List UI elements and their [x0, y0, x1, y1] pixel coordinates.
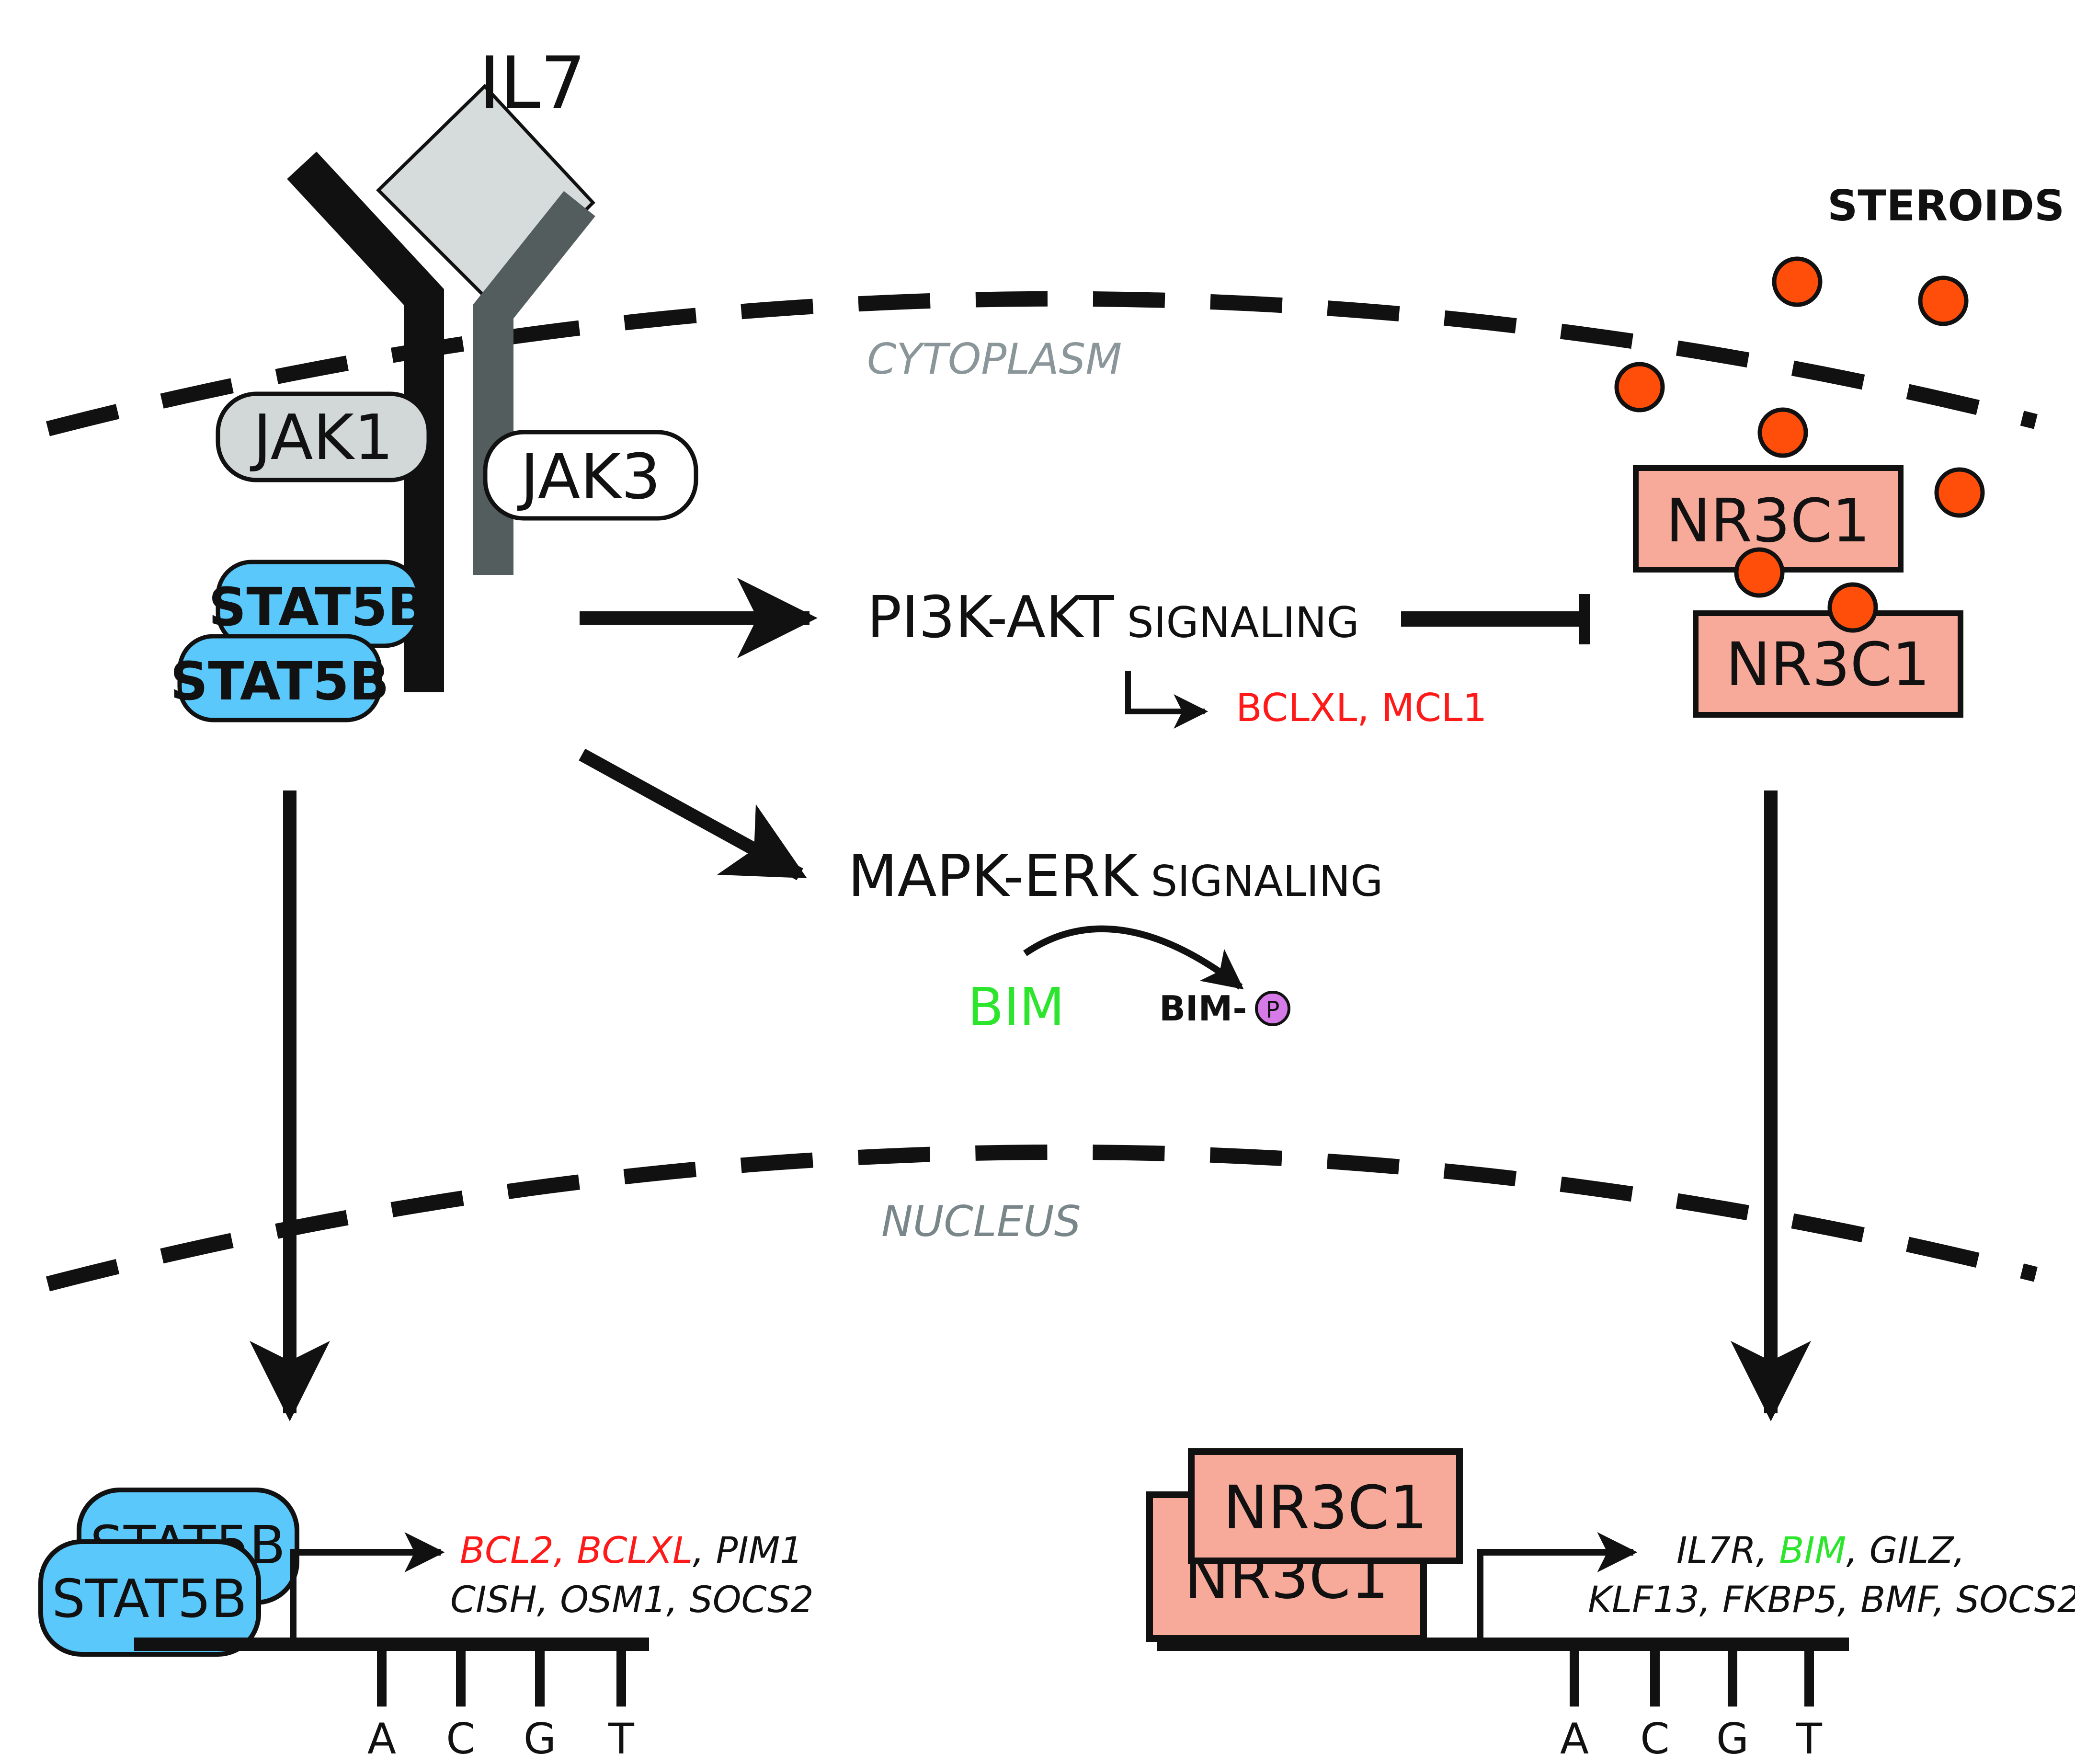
jak1: JAK1: [216, 391, 431, 482]
il7-label: IL7: [479, 42, 586, 125]
phosphate-group: [1255, 991, 1290, 1026]
nucleus-stat5b-complex: STAT5B STAT5B A C G T BCL2, BCLXL, PIM1 …: [38, 1488, 814, 1764]
cytoplasm-label: CYTOPLASM: [867, 334, 1122, 384]
jak1-label: JAK1: [250, 401, 394, 474]
inhibition-pi3k-to-nr3c1: [1401, 594, 1590, 644]
base-label: G: [524, 1714, 556, 1764]
gene-anti-apoptotic: BCL2, BCLXL: [460, 1529, 693, 1571]
nr3c1-target-genes-line1: IL7R, BIM, GILZ,: [1676, 1529, 1965, 1571]
steroid-molecule: [1918, 275, 1969, 326]
steroid-molecule: [1757, 407, 1808, 458]
steroid-molecule: [1934, 467, 1985, 518]
base-label: G: [1716, 1714, 1749, 1764]
stat5b-target-genes-line2: CISH, OSM1, SOCS2: [450, 1578, 814, 1621]
bim-product: BIM-: [1159, 988, 1247, 1029]
nuclear-membrane: [46, 1144, 2038, 1292]
stat5b-dimer-membrane: STAT5B STAT5B: [170, 560, 428, 722]
nuclear-nr3c1-box-top: [1188, 1448, 1463, 1564]
pi3k-akt-suffix: SIGNALING: [1127, 598, 1359, 647]
phosphorylation-arrow: [1023, 925, 1244, 990]
base-label: T: [1796, 1714, 1823, 1764]
stat5b-box-bottom: [177, 634, 382, 722]
pi3k-akt-label: PI3K-AKT SIGNALING: [867, 584, 1359, 651]
nuclear-nr3c1-label-top: NR3C1: [1223, 1473, 1428, 1543]
nr3c1-label-bottom: NR3C1: [1726, 630, 1930, 699]
mapk-erk-suffix: SIGNALING: [1151, 857, 1383, 906]
nucleus-nr3c1-complex: NR3C1 NR3C1 A C G T IL7R, BIM, GILZ, KLF…: [1146, 1448, 2075, 1764]
gene-pro-apoptotic: BIM: [1779, 1529, 1846, 1571]
jak3: JAK3: [483, 430, 698, 521]
jak3-box: [483, 430, 698, 521]
gene-list: , PIM1: [693, 1529, 803, 1571]
stat5b-target-genes-line1: BCL2, BCLXL, PIM1: [460, 1529, 803, 1571]
bim-substrate: BIM: [968, 976, 1065, 1038]
mapk-erk-label: MAPK-ERK SIGNALING: [848, 843, 1383, 910]
steroid-molecules: [1614, 256, 1985, 518]
base-label: A: [1560, 1714, 1589, 1764]
stat5b-label-top: STAT5B: [208, 576, 428, 638]
jak1-box: [216, 391, 431, 482]
pi3k-targets: BCLXL, MCL1: [1236, 686, 1487, 730]
base-label: A: [367, 1714, 396, 1764]
transcription-arrow-left: [290, 1532, 445, 1638]
nr3c1-target-genes-line2: KLF13, FKBP5, BMF, SOCS2: [1588, 1578, 2075, 1621]
bound-steroid: [1827, 582, 1878, 633]
pi3k-akt-name: PI3K-AKT: [867, 584, 1114, 651]
arrow-to-mapk: [579, 748, 807, 881]
phosphate-label: P: [1266, 997, 1280, 1023]
pi3k-akt-signaling: PI3K-AKT SIGNALING BCLXL, MCL1: [867, 584, 1487, 730]
steroid-molecule: [1772, 256, 1823, 307]
base-label: C: [446, 1714, 475, 1764]
nr3c1-label-top: NR3C1: [1666, 486, 1870, 556]
gene-list: IL7R,: [1676, 1529, 1779, 1571]
transcription-arrow-right: [1477, 1532, 1638, 1638]
cell-membrane: [46, 291, 2038, 436]
mapk-erk-signaling: MAPK-ERK SIGNALING BIM BIM- P: [848, 843, 1383, 1038]
base-label: C: [1640, 1714, 1669, 1764]
nuclear-stat5b-label-bottom: STAT5B: [52, 1568, 247, 1629]
base-label: T: [608, 1714, 635, 1764]
bound-steroid: [1734, 547, 1785, 598]
receptor-chain-alpha: [287, 151, 444, 692]
nuclear-stat5b-box-bottom: [38, 1539, 261, 1657]
nr3c1-dimer-cytoplasm: NR3C1 NR3C1: [1633, 465, 1963, 718]
nr3c1-box-bottom: [1693, 610, 1963, 718]
steroids-label: STEROIDS: [1827, 181, 2064, 230]
mapk-erk-name: MAPK-ERK: [848, 843, 1140, 910]
steroid-molecule: [1614, 362, 1665, 412]
gene-list: , GILZ,: [1846, 1529, 1965, 1571]
jak3-label: JAK3: [517, 440, 661, 513]
stat5b-label-bottom: STAT5B: [170, 651, 389, 712]
pi3k-target-arrow: [1125, 671, 1209, 729]
nucleus-label: NUCLEUS: [881, 1197, 1081, 1246]
